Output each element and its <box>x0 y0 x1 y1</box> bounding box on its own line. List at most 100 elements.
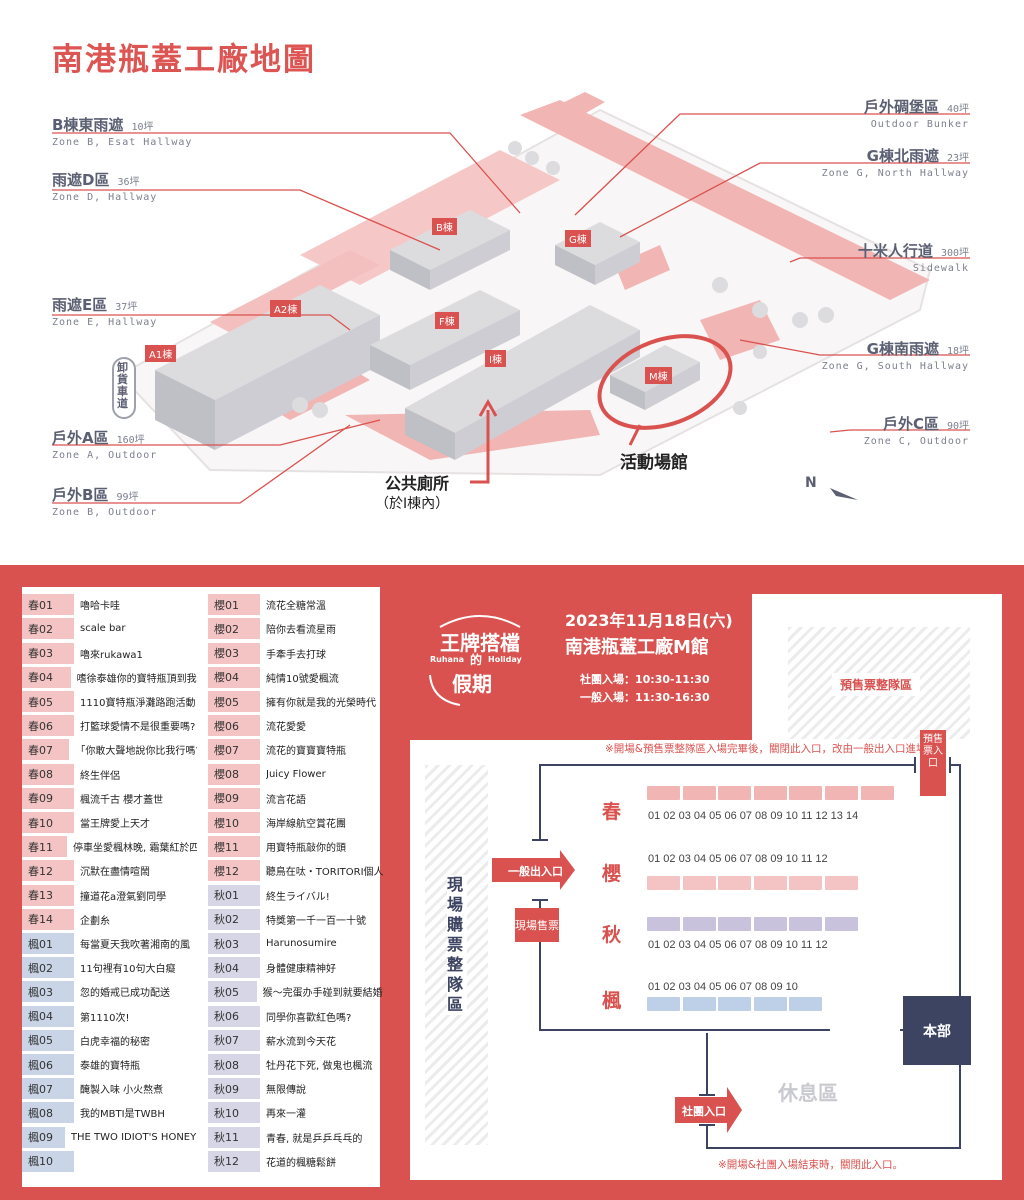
building-tag-a1: A1棟 <box>145 345 177 362</box>
zone-maple: 楓 <box>602 990 622 1012</box>
booth-code: 櫻07 <box>208 739 260 761</box>
building-tag-b: B棟 <box>432 218 457 235</box>
venue-circle <box>597 334 733 430</box>
seat-block <box>647 876 680 890</box>
booth-name: 每當夏天我吹著湘南的風 <box>80 940 190 952</box>
booth-name: 嗜徐泰雄你的寶特瓶頂到我了 <box>76 673 197 685</box>
seat-block <box>718 786 752 800</box>
booth-code: 櫻06 <box>208 715 260 737</box>
presale-queue-label: 預售票整隊區 <box>832 673 921 696</box>
seat-block <box>825 876 858 890</box>
booth-code: 櫻01 <box>208 594 260 616</box>
booth-name: Juicy Flower <box>266 768 326 780</box>
booth-name: 薪水流到今天花 <box>266 1036 336 1048</box>
building-tag-i: I棟 <box>485 350 506 367</box>
booth-name: 無限傳說 <box>266 1085 306 1097</box>
booth-code: 秋11 <box>208 1126 260 1148</box>
booth-code: 櫻04 <box>208 666 260 688</box>
booth-code: 秋05 <box>208 981 257 1003</box>
booth-name: 企劃糸 <box>80 915 110 927</box>
booth-name: 流花愛愛 <box>266 722 306 734</box>
booth-code: 楓06 <box>22 1054 74 1076</box>
seat-block <box>753 917 787 931</box>
seat-block <box>753 997 787 1011</box>
booth-name: 流言花語 <box>266 794 306 806</box>
booth-code: 楓03 <box>22 981 74 1003</box>
booth-name: Harunosumire <box>266 938 337 950</box>
booth-name: 醃製入味 小火熬煮 <box>80 1085 164 1097</box>
booth-code: 春07 <box>22 739 70 761</box>
booth-code: 楓09 <box>22 1126 65 1148</box>
booth-name: 再來一灌 <box>266 1109 306 1121</box>
page-title: 南港瓶蓋工廠地圖 <box>52 42 316 78</box>
seat-block <box>825 786 858 800</box>
onsite-queue-label: 現場購票整隊區 <box>447 875 467 1015</box>
booth-code: 秋02 <box>208 908 260 930</box>
booth-name: 終生伴侶 <box>80 770 120 782</box>
note-top: ※開場&預售票整隊區入場完畢後，關閉此入口，改由一般出入口進場。 <box>605 743 937 755</box>
booth-name: 陪你去看流星雨 <box>266 625 336 637</box>
booth-name: 楓流千古 櫻才蓋世 <box>80 794 164 806</box>
seat-block <box>718 917 752 931</box>
booth-name: 終生ライバル! <box>266 891 330 903</box>
booth-code: 秋01 <box>208 884 260 906</box>
booth-row: 秋10 再來一灌 <box>208 1101 383 1125</box>
seat-block <box>860 786 894 800</box>
booth-row: 楓10 <box>22 1150 197 1174</box>
booth-name: 我的MBTI是TWBH <box>80 1109 165 1121</box>
booth-name: 「你敢大聲地說你比我行嗎?」 <box>75 746 197 758</box>
booth-code: 春06 <box>22 715 74 737</box>
seat-block <box>682 786 716 800</box>
booth-code: 櫻10 <box>208 812 260 834</box>
booth-code: 春01 <box>22 594 74 616</box>
booth-code: 楓10 <box>22 1150 74 1172</box>
north-label: N <box>805 475 817 491</box>
booth-row: 春04 嗜徐泰雄你的寶特瓶頂到我了 <box>22 666 197 690</box>
booth-name: THE TWO IDIOT'S HONEYMOON <box>70 1131 197 1143</box>
booth-code: 春04 <box>22 666 71 688</box>
booth-code: 秋10 <box>208 1102 260 1124</box>
booth-name: 花道的楓糖鬆餅 <box>266 1157 336 1169</box>
booth-row: 春07 「你敢大聲地說你比我行嗎?」 <box>22 738 197 762</box>
booth-code: 楓04 <box>22 1005 74 1027</box>
booth-name: 停車坐愛楓林晚, 霜葉紅於四月花 <box>72 843 197 855</box>
booth-row: 秋09 無限傳說 <box>208 1077 383 1101</box>
booth-name: 牡丹花下死, 做鬼也楓流 <box>266 1061 373 1073</box>
general-entry-time: 一般入場：11:30-16:30 <box>580 691 710 704</box>
onsite-ticket-booth: 現場售票 <box>515 908 559 942</box>
seat-block <box>718 997 752 1011</box>
booth-code: 櫻08 <box>208 763 260 785</box>
booth-name: 嚕哈卡哇 <box>80 601 120 613</box>
booth-name: 11句裡有10句大白癡 <box>80 964 176 976</box>
booth-code: 秋09 <box>208 1078 260 1100</box>
booth-row: 楓09 THE TWO IDIOT'S HONEYMOON <box>22 1125 197 1149</box>
isometric-map <box>52 92 970 504</box>
